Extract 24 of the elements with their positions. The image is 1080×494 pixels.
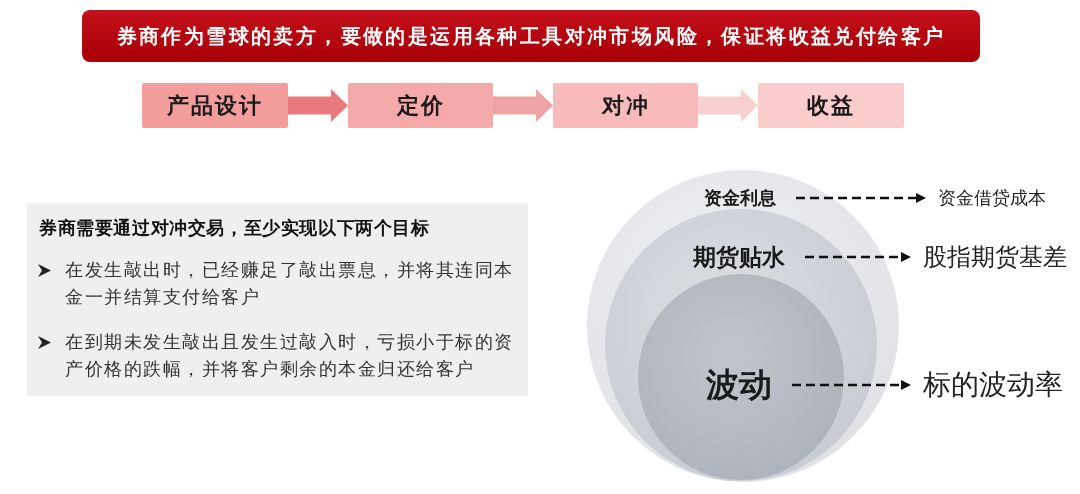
process-box: 产品设计 xyxy=(142,83,288,128)
panel-heading: 券商需要通过对冲交易，至少实现以下两个目标 xyxy=(39,216,430,240)
process-box: 定价 xyxy=(348,83,493,128)
block-arrow xyxy=(288,89,348,122)
middle-circle xyxy=(605,209,877,481)
circle-label: 期货贴水 xyxy=(693,242,785,272)
term-label: 股指期货基差 xyxy=(923,241,1067,273)
dashed-arrow xyxy=(796,193,926,203)
process-box: 收益 xyxy=(758,83,904,128)
dashed-arrow xyxy=(792,380,911,390)
process-box: 对冲 xyxy=(553,83,698,128)
inner-circle xyxy=(638,274,844,480)
text-panel xyxy=(27,203,528,396)
circle-label: 波动 xyxy=(706,363,772,406)
block-arrow xyxy=(698,89,758,122)
block-arrow xyxy=(493,89,553,122)
bullet-text: 在到期未发生敲出且发生过敲入时，亏损小于标的资产价格的跌幅，并将客户剩余的本金归还给客户 xyxy=(65,330,515,381)
outer-circle xyxy=(587,170,899,482)
term-label: 标的波动率 xyxy=(923,366,1063,404)
dashed-arrow xyxy=(805,252,911,262)
circle-label: 资金利息 xyxy=(704,186,776,210)
title-banner: 券商作为雪球的卖方，要做的是运用各种工具对冲市场风险，保证将收益兑付给客户 xyxy=(82,10,980,62)
term-label: 资金借贷成本 xyxy=(938,186,1046,210)
bullet-text: 在发生敲出时，已经赚足了敲出票息，并将其连同本金一并结算支付给客户 xyxy=(65,258,515,309)
